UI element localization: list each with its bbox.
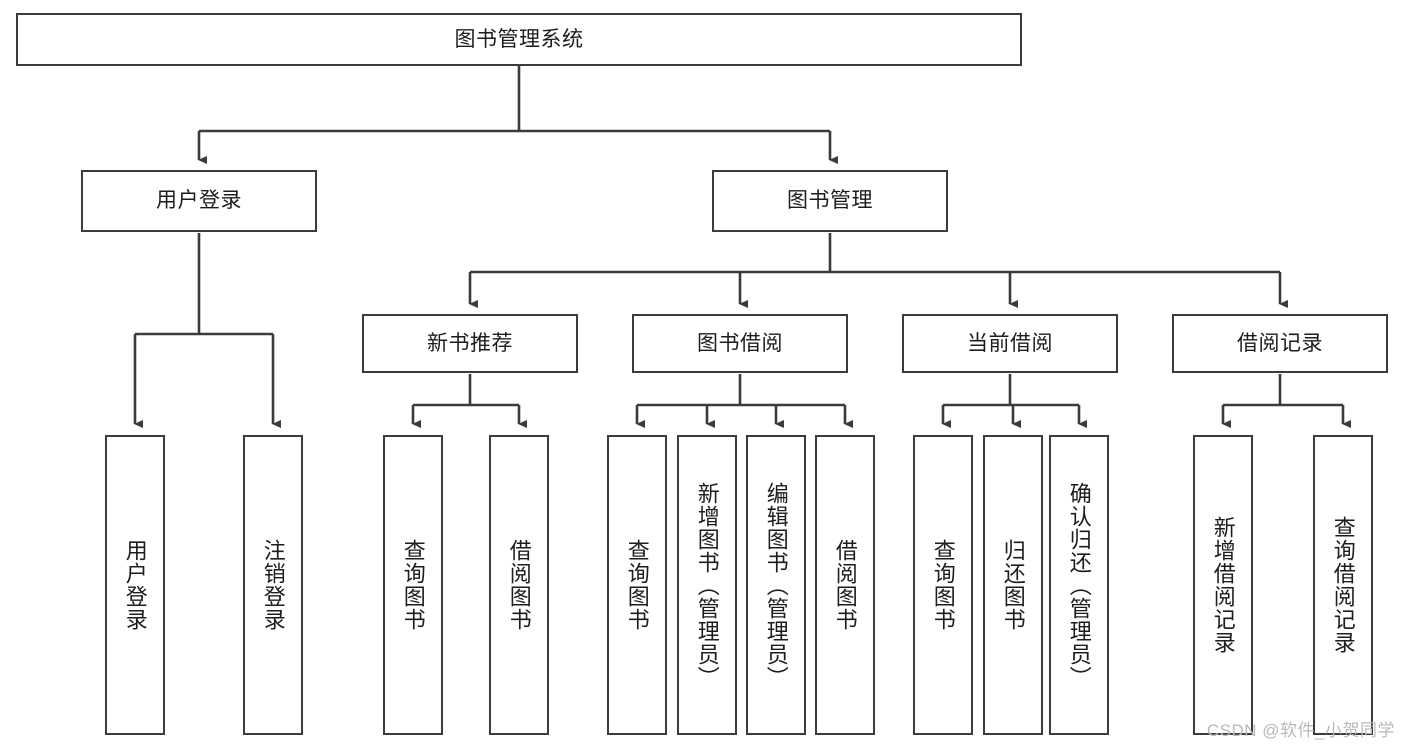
node-label: 用户登录 [156,189,242,213]
node-label: 借阅图书 [832,539,858,631]
leaf-borrow-edit-book[interactable]: 编辑图书（管理员） [746,435,806,735]
csdn-watermark: CSDN @软件_小贺同学 [1206,721,1395,740]
leaf-current-confirm-return[interactable]: 确认归还（管理员） [1049,435,1109,735]
node-current-borrow[interactable]: 当前借阅 [902,314,1118,373]
leaf-user-login-logout[interactable]: 注销登录 [243,435,303,735]
node-label: 查询借阅记录 [1330,516,1356,654]
node-label: 用户登录 [122,539,148,631]
leaf-current-return-book[interactable]: 归还图书 [983,435,1043,735]
node-label: 新书推荐 [427,331,513,355]
node-label: 当前借阅 [967,331,1053,355]
node-label: 图书管理系统 [454,27,584,51]
node-root-system[interactable]: 图书管理系统 [16,13,1022,66]
leaf-current-query-book[interactable]: 查询图书 [913,435,973,735]
node-label: 查询图书 [400,539,426,631]
node-label: 图书管理 [787,189,873,213]
node-book-borrow[interactable]: 图书借阅 [632,314,848,373]
node-book-management[interactable]: 图书管理 [712,170,948,232]
leaf-borrow-borrow-book[interactable]: 借阅图书 [815,435,875,735]
leaf-user-login-login[interactable]: 用户登录 [105,435,165,735]
node-label: 借阅记录 [1237,331,1323,355]
leaf-new-book-query[interactable]: 查询图书 [383,435,443,735]
node-label: 借阅图书 [506,539,532,631]
node-label: 注销登录 [260,539,286,631]
node-label: 查询图书 [624,539,650,631]
leaf-new-book-borrow[interactable]: 借阅图书 [489,435,549,735]
leaf-borrow-add-book[interactable]: 新增图书（管理员） [677,435,737,735]
node-new-book-recommend[interactable]: 新书推荐 [362,314,578,373]
node-borrow-records[interactable]: 借阅记录 [1172,314,1388,373]
node-label: 新增图书（管理员） [694,481,720,689]
node-label: 图书借阅 [697,331,783,355]
node-label: 查询图书 [930,539,956,631]
node-user-login[interactable]: 用户登录 [81,170,317,232]
node-label: 新增借阅记录 [1210,516,1236,654]
node-label: 编辑图书（管理员） [763,481,789,689]
leaf-records-query-record[interactable]: 查询借阅记录 [1313,435,1373,735]
node-label: 归还图书 [1000,539,1026,631]
node-label: 确认归还（管理员） [1066,481,1092,689]
leaf-borrow-query-book[interactable]: 查询图书 [607,435,667,735]
leaf-records-add-record[interactable]: 新增借阅记录 [1193,435,1253,735]
